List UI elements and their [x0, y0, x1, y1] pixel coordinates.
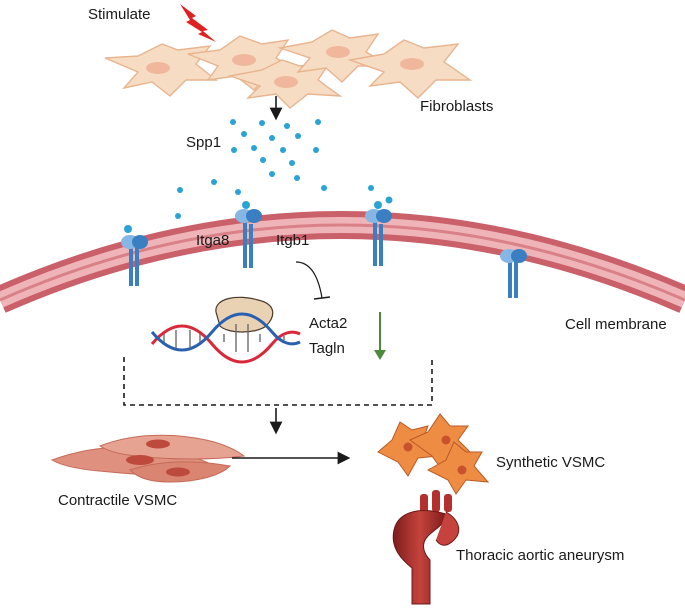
dna-helix-icon [150, 312, 301, 364]
integrin-receptor [121, 225, 148, 286]
label-synthetic-vsmc: Synthetic VSMC [496, 454, 606, 471]
lightning-icon [180, 4, 216, 42]
synthetic-vsmc-nuclei [403, 435, 467, 475]
label-spp1: Spp1 [186, 134, 222, 151]
integrin-receptor [500, 249, 527, 298]
synthetic-vsmc-cells [377, 413, 490, 495]
integrin-receptor-itga8-itgb1 [235, 201, 262, 268]
label-contractile-vsmc: Contractile VSMC [58, 492, 178, 509]
label-fibroblasts: Fibroblasts [420, 98, 494, 115]
dashed-bracket [123, 357, 433, 406]
cell-membrane [0, 211, 685, 313]
label-itgb1: Itgb1 [276, 232, 310, 249]
label-tagln: Tagln [309, 340, 345, 357]
spp1-molecules [175, 119, 327, 219]
aorta-icon [392, 490, 460, 605]
contractile-vsmc-cells [50, 434, 246, 483]
label-thoracic-aortic-aneurysm: Thoracic aortic aneurysm [456, 547, 625, 564]
inhibition-arrow [295, 261, 323, 299]
label-acta2: Acta2 [309, 315, 348, 332]
label-cell-membrane: Cell membrane [565, 316, 667, 333]
fibroblast-nuclei [146, 46, 424, 88]
label-stimulate: Stimulate [88, 6, 151, 23]
integrin-receptor [365, 185, 393, 266]
label-itga8: Itga8 [196, 232, 230, 249]
